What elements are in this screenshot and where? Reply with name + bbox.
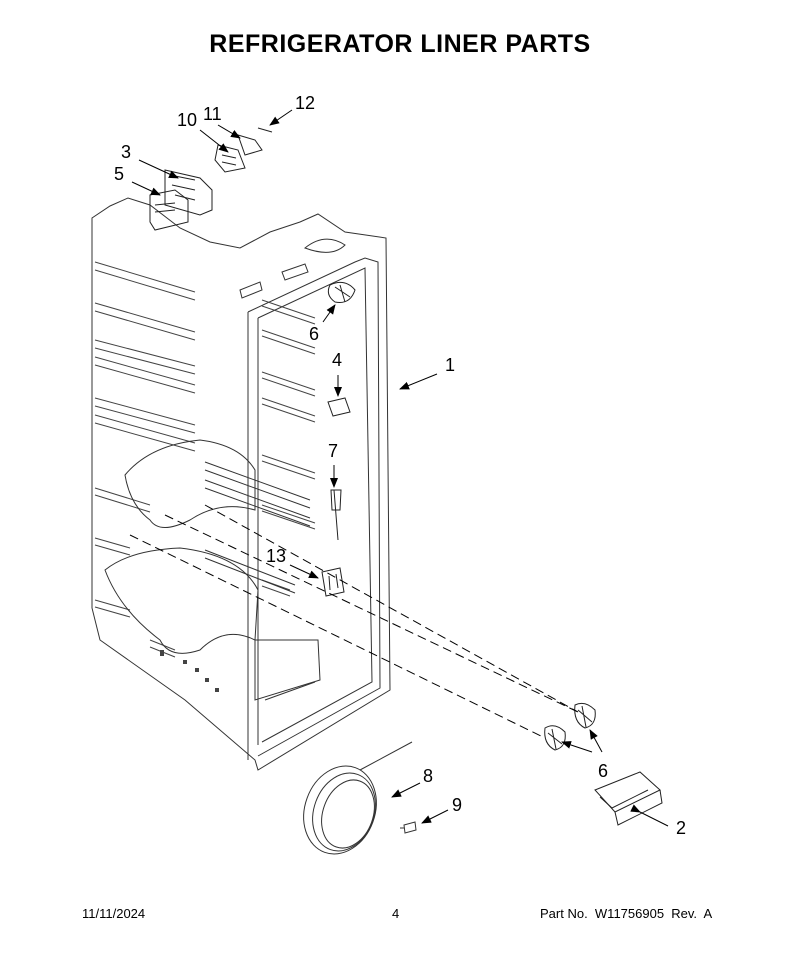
callout-6-bottom: 6: [598, 761, 608, 781]
small-parts: [321, 397, 351, 597]
callout-13: 13: [266, 546, 286, 566]
callout-1: 1: [445, 355, 455, 375]
callout-3: 3: [121, 142, 131, 162]
leader-arrows: [131, 109, 669, 827]
alignment-lines: [129, 504, 579, 739]
control-parts: [149, 127, 356, 303]
callout-2: 2: [676, 818, 686, 838]
callout-4: 4: [332, 350, 342, 370]
callout-labels: 1 2 3 4 5 6 6 7 8 9 10 11 12 13: [114, 93, 686, 838]
callout-8: 8: [423, 766, 433, 786]
callout-11: 11: [203, 104, 222, 124]
footer-date: 11/11/2024: [82, 906, 146, 921]
page-title: REFRIGERATOR LINER PARTS: [209, 30, 591, 58]
callout-10: 10: [177, 110, 197, 130]
callout-12: 12: [295, 93, 315, 113]
footer-part-number: Part No. W11756905 Rev. A: [540, 906, 713, 921]
liner-drawing: [91, 197, 391, 771]
callout-7: 7: [328, 441, 338, 461]
callout-5: 5: [114, 164, 124, 184]
footer-page-number: 4: [392, 906, 400, 921]
tubing-and-screw: [303, 741, 417, 855]
callout-9: 9: [452, 795, 462, 815]
callout-6-top: 6: [309, 324, 319, 344]
